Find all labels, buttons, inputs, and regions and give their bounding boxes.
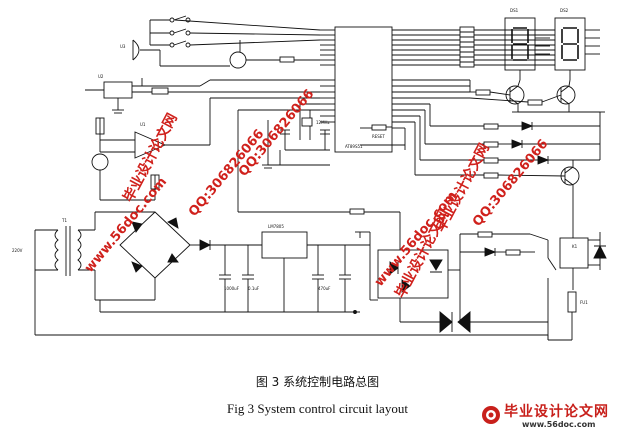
thermistor [91,153,160,201]
mcu-left-pins [320,29,335,123]
label-cout: 470uF [318,286,331,291]
label-reset: RESET [372,134,385,139]
label-mcu: AT89S51 [345,144,363,149]
transistor-q2 [556,79,576,112]
crystal-circuit [267,103,330,166]
led-group [419,104,600,165]
display-ds2 [554,17,586,80]
label-ds1: DS1 [510,8,519,13]
reset-circuit [360,124,406,150]
label-fuse: FU1 [580,300,588,305]
vcc-markers [141,40,361,238]
buzzer-u3 [132,39,230,67]
label-crystal: 12MHz [316,120,330,125]
brand-title: 毕业设计论文网 [504,404,609,420]
fuse-fu1 [567,291,577,322]
label-regulator: LM7805 [268,224,284,229]
sensor-u2 [85,79,320,110]
mcu-right-pins [392,29,470,123]
figure-caption-chinese: 图 3 系统控制电路总图 [255,375,380,389]
regulator-lm7805 [261,231,308,259]
display-ds1 [504,17,536,80]
switches [149,15,321,48]
label-u3: U3 [120,44,126,49]
transformer-t1 [35,212,96,300]
brand-emblem-icon [482,406,500,424]
triac-section [369,232,548,333]
label-transformer: T1 [61,218,67,223]
label-cin: 1000uF [224,286,240,291]
bridge-rectifier [95,211,200,301]
transistor-q1 [505,79,525,112]
ground-symbols [112,109,524,169]
segment-resistors [459,26,555,68]
power-path [99,231,370,314]
label-u2: U2 [98,74,104,79]
label-csmall: 0.1uF [248,286,260,291]
comparator-u4 [95,97,320,159]
label-mains: 220V [12,248,23,253]
mcu-chip [334,26,393,153]
transistor-q4 [560,160,580,230]
relay-k1 [559,230,607,290]
label-ds2: DS2 [560,8,569,13]
transistor-q3 [229,45,320,69]
display-pins [535,29,600,55]
label-u1: U1 [140,122,146,127]
brand-url: www.56doc.com [522,420,596,429]
label-relay: K1 [572,244,578,249]
figure-caption-english: Fig 3 System control circuit layout [227,401,408,416]
site-brand-logo: 毕业设计论文网 www.56doc.com [478,401,635,434]
